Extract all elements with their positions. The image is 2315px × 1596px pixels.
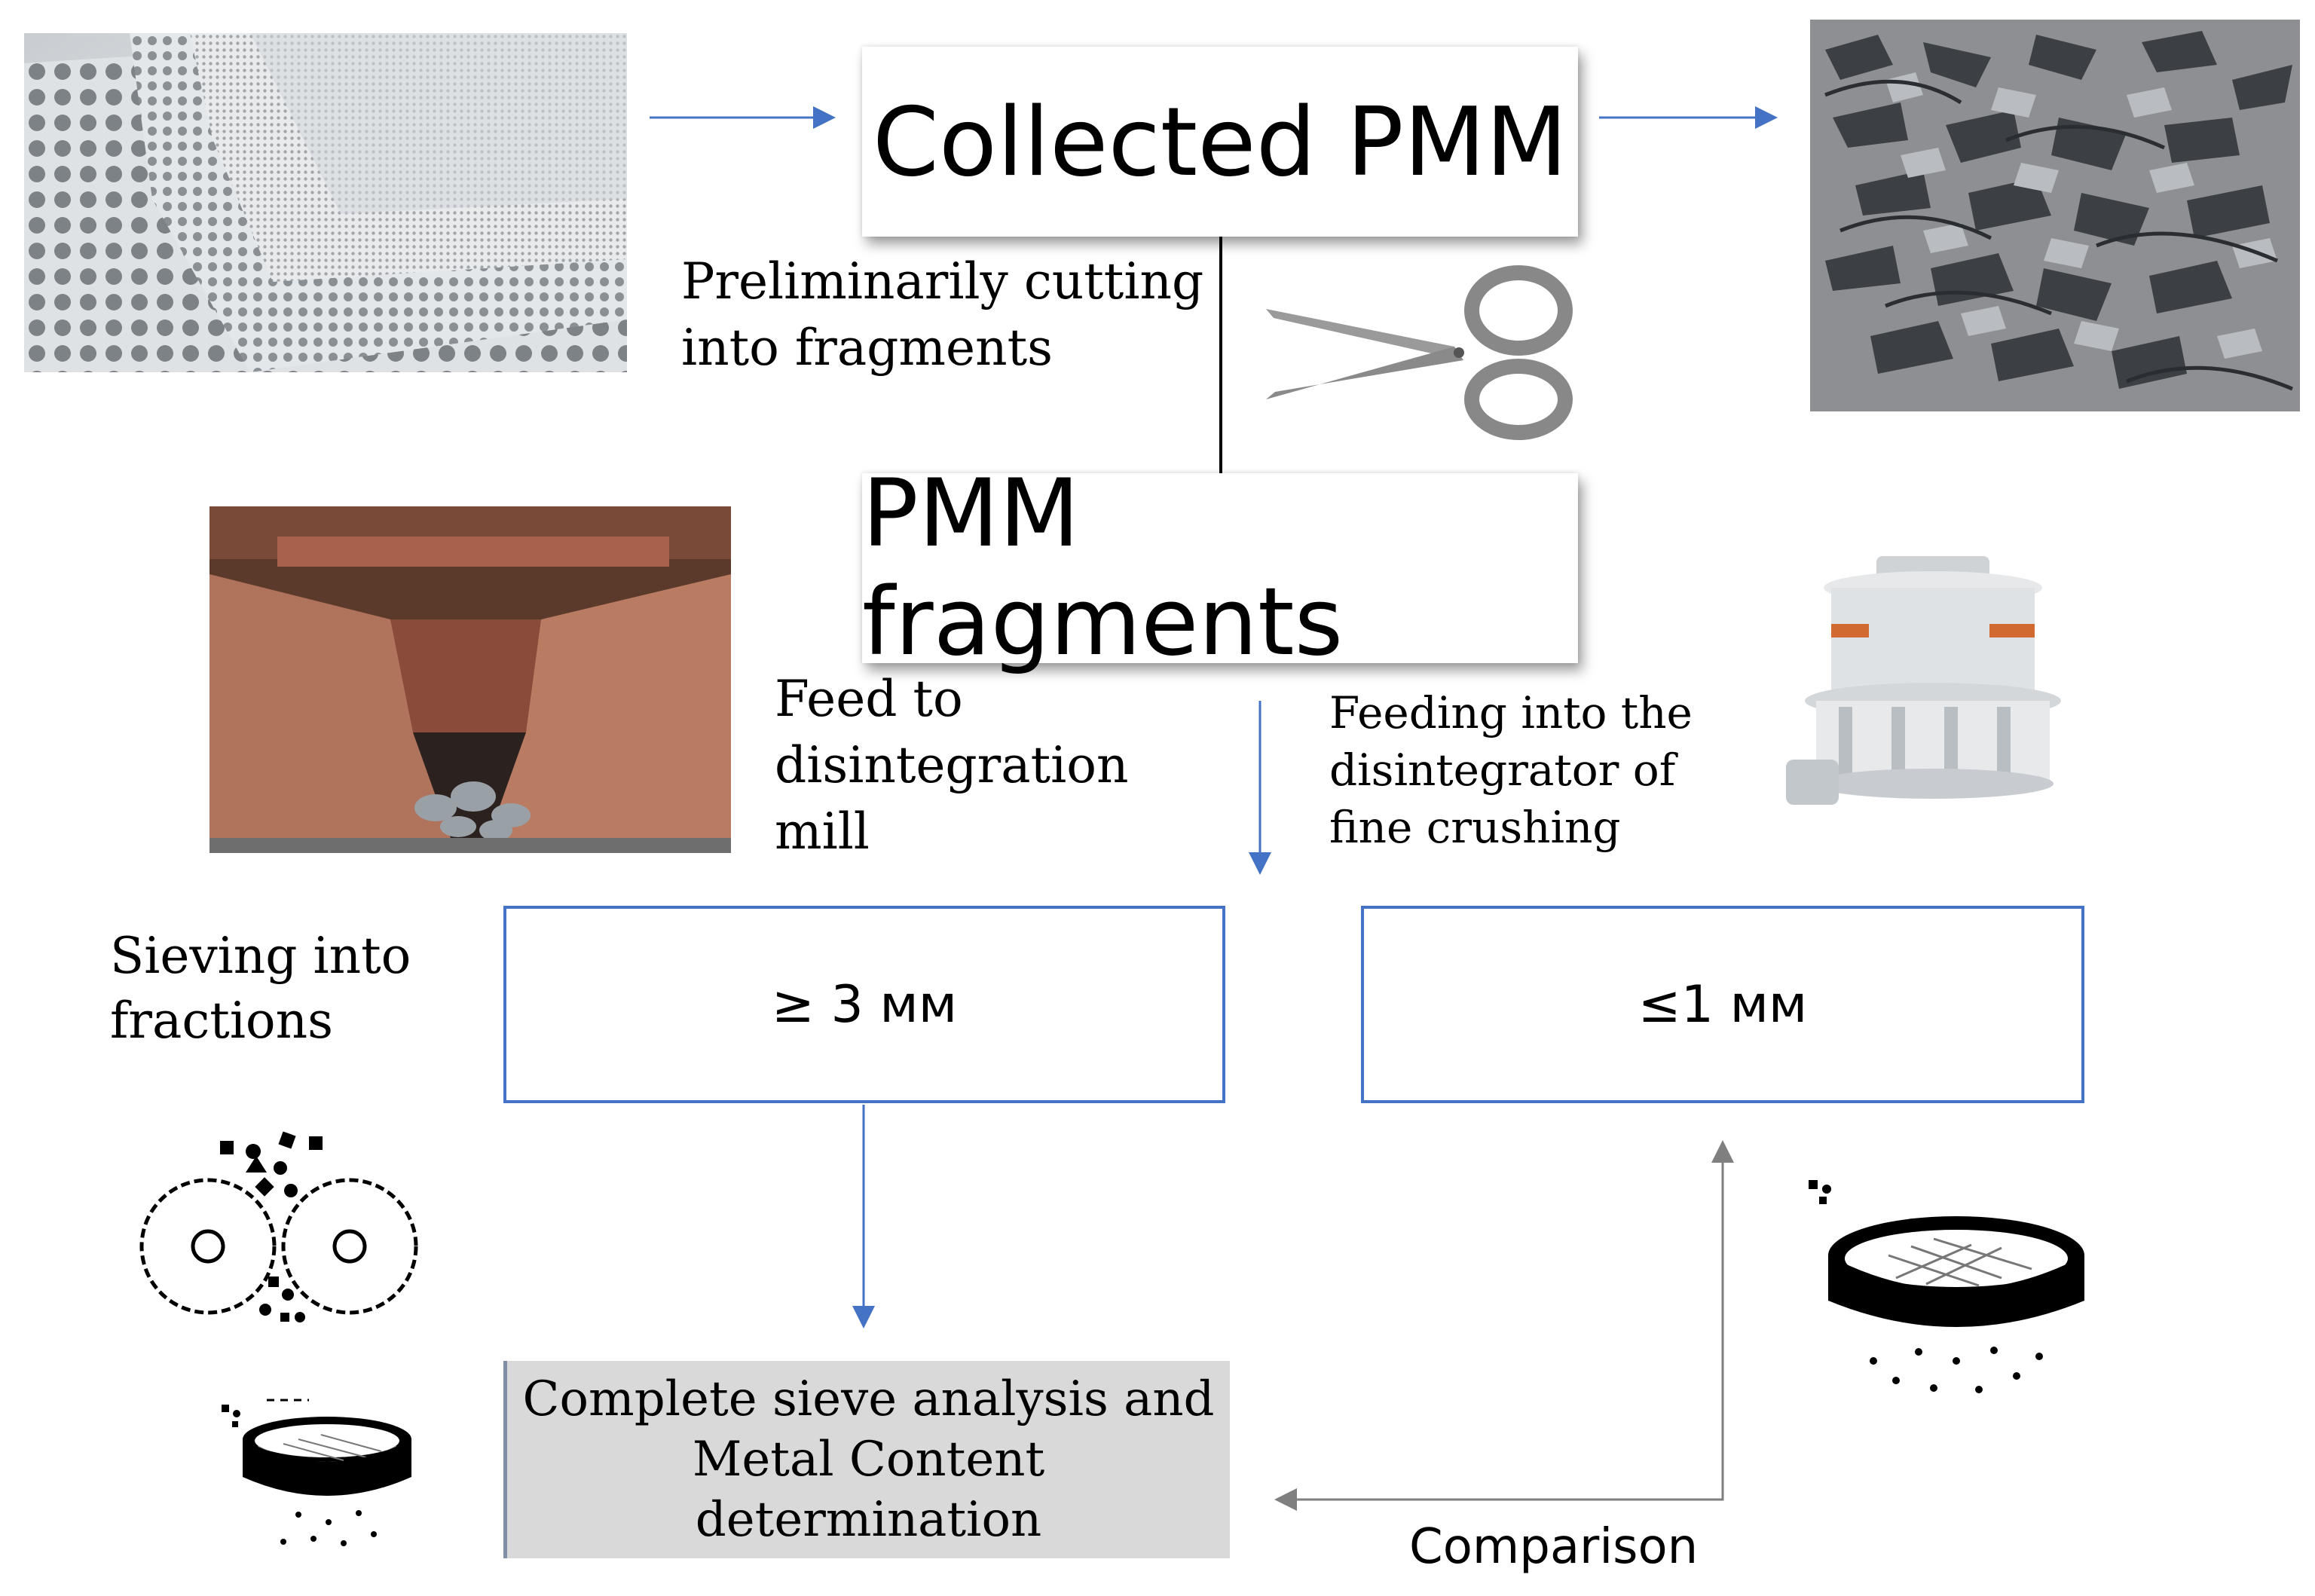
collected-pmm-label: Collected PMM	[872, 86, 1568, 197]
sieving-label: Sieving into fractions	[110, 927, 411, 1050]
coarse-fraction-box: ≥ 3 мм	[503, 906, 1225, 1103]
sieve-small-icon	[222, 1399, 411, 1546]
comparison-label: Comparison	[1409, 1519, 1699, 1575]
cutting-label: Preliminarily cutting into fragments	[681, 252, 1204, 377]
sieve-analysis-box: Complete sieve analysis and Metal Conten…	[503, 1361, 1230, 1558]
feed-mill-label: Feed to disintegration mill	[775, 670, 1129, 861]
crushing-rollers-icon	[139, 1131, 418, 1322]
sieve-analysis-line-1: Complete sieve analysis and	[522, 1371, 1215, 1427]
pmm-fragments-box: PMM fragments	[862, 460, 1578, 677]
collected-pmm-box: Collected PMM	[862, 47, 1578, 237]
sieve-large-icon	[1809, 1180, 2084, 1393]
sieve-analysis-line-2: Metal Content	[692, 1432, 1045, 1487]
mill-hopper-image	[209, 506, 731, 853]
sieve-analysis-line-3: determination	[695, 1492, 1042, 1548]
scrap-pile-image	[1810, 20, 2300, 411]
fine-fraction-label: ≤1 мм	[1638, 974, 1808, 1035]
coarse-fraction-label: ≥ 3 мм	[771, 974, 958, 1035]
comparison-connector	[1274, 1488, 1724, 1511]
scissors-icon	[1266, 265, 1573, 440]
perforated-sheets-image	[24, 33, 627, 372]
pmm-fragments-label: PMM fragments	[862, 460, 1344, 677]
feed-fine-label: Feeding into the disintegrator of fine c…	[1329, 687, 1693, 853]
fine-fraction-box: ≤1 мм	[1361, 906, 2084, 1103]
cone-crusher-image	[1786, 556, 2061, 805]
